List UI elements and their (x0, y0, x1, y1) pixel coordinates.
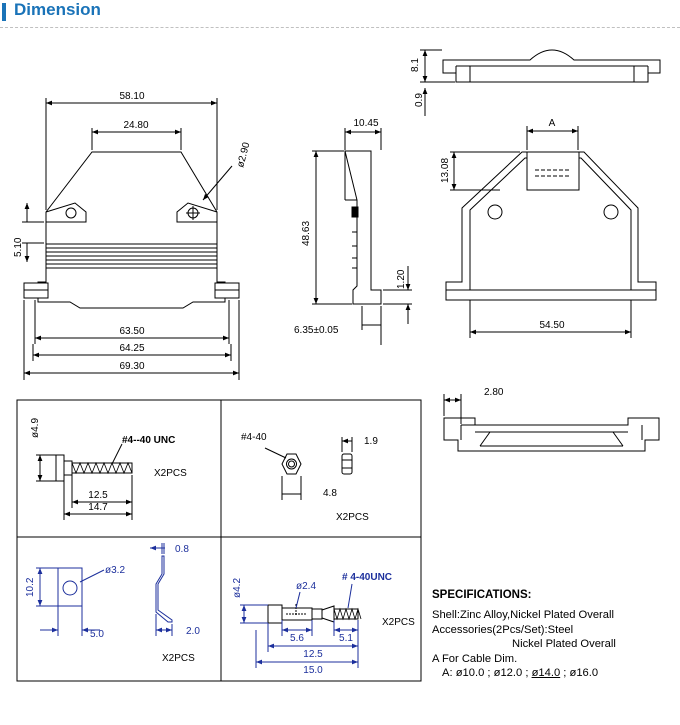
top-view (420, 49, 661, 116)
spec-title: SPECIFICATIONS: (432, 589, 532, 601)
screw-l1: 12.5 (88, 490, 108, 501)
dim-64-25: 64.25 (119, 343, 144, 354)
nut-width: 4.8 (323, 488, 337, 499)
jack-thread: # 4-40UNC (342, 572, 392, 583)
dim-24-80: 24.80 (123, 120, 148, 131)
spec-size-2: ø12.0 (493, 667, 523, 680)
clip-qty: X2PCS (162, 653, 195, 664)
dim-6-35: 6.35±0.05 (294, 325, 339, 336)
dim-5-10: 5.10 (13, 237, 24, 257)
dim-54-50: 54.50 (539, 320, 564, 331)
accessory-table (16, 399, 422, 682)
dim-1-20: 1.20 (396, 269, 407, 289)
dim-13-08: 13.08 (440, 158, 451, 183)
spec-cable: A For Cable Dim. (432, 652, 518, 665)
jack-qty: X2PCS (382, 617, 415, 628)
screw-l2: 14.7 (88, 502, 108, 513)
screw-thread: #4--40 UNC (122, 435, 175, 446)
spec-accessories: Accessories(2Pcs/Set):Steel (432, 623, 574, 636)
dim-58-10: 58.10 (119, 91, 144, 102)
dim-10-45: 10.45 (353, 118, 378, 129)
front-view (22, 98, 240, 380)
jack-hole: ø2.4 (296, 581, 316, 592)
dim-hole-2-90: ø2.90 (235, 141, 252, 169)
header-accent-bar (2, 3, 6, 21)
screw-dia: ø4.9 (30, 418, 41, 438)
thumb-screw-drawing (36, 443, 133, 520)
jack-l1: 5.6 (290, 633, 304, 644)
dim-48-63: 48.63 (301, 221, 312, 246)
header-divider (0, 27, 680, 28)
jack-l2: 5.1 (339, 633, 353, 644)
nut-thickness: 1.9 (364, 436, 378, 447)
screw-qty: X2PCS (154, 468, 187, 479)
spec-sizes-prefix: A: (442, 667, 453, 680)
spec-size-4: ø16.0 (569, 667, 599, 680)
spec-sizes: A: ø10.0 ; ø12.0 ; ø14.0 ; ø16.0 (442, 667, 599, 680)
dim-69-30: 69.30 (119, 361, 144, 372)
nut-thread: #4-40 (241, 432, 267, 443)
specifications: SPECIFICATIONS: Shell:Zinc Alloy,Nickel … (432, 588, 678, 680)
header: Dimension (0, 0, 680, 28)
spec-size-3: ø14.0 (531, 667, 561, 680)
nut-drawing (264, 437, 353, 500)
clamp-height: 10.2 (25, 577, 36, 597)
jack-l4: 15.0 (303, 665, 323, 676)
jack-dia: ø4.2 (232, 578, 243, 598)
page-title: Dimension (14, 0, 101, 19)
dim-63-50: 63.50 (119, 326, 144, 337)
nut-qty: X2PCS (336, 512, 369, 523)
bottom-view (443, 394, 660, 452)
side-view (312, 128, 412, 345)
jack-l3: 12.5 (303, 649, 323, 660)
jack-screw-dims (240, 583, 359, 668)
dim-0-9: 0.9 (414, 93, 425, 107)
spec-shell: Shell:Zinc Alloy,Nickel Plated Overall (432, 609, 614, 622)
clamp-width: 5.0 (90, 629, 104, 640)
cable-clamp-drawing (36, 567, 105, 636)
back-view (445, 126, 657, 338)
clip-depth: 2.0 (186, 626, 200, 637)
spec-size-1: ø10.0 (455, 667, 485, 680)
clamp-hole: ø3.2 (105, 565, 125, 576)
dim-8-1: 8.1 (410, 58, 421, 72)
dim-a: A (549, 118, 556, 129)
dim-2-80: 2.80 (484, 387, 504, 398)
spring-clip-drawing (150, 543, 173, 636)
spec-accessories-finish: Nickel Plated Overall (512, 638, 616, 651)
clip-thickness: 0.8 (175, 544, 189, 555)
